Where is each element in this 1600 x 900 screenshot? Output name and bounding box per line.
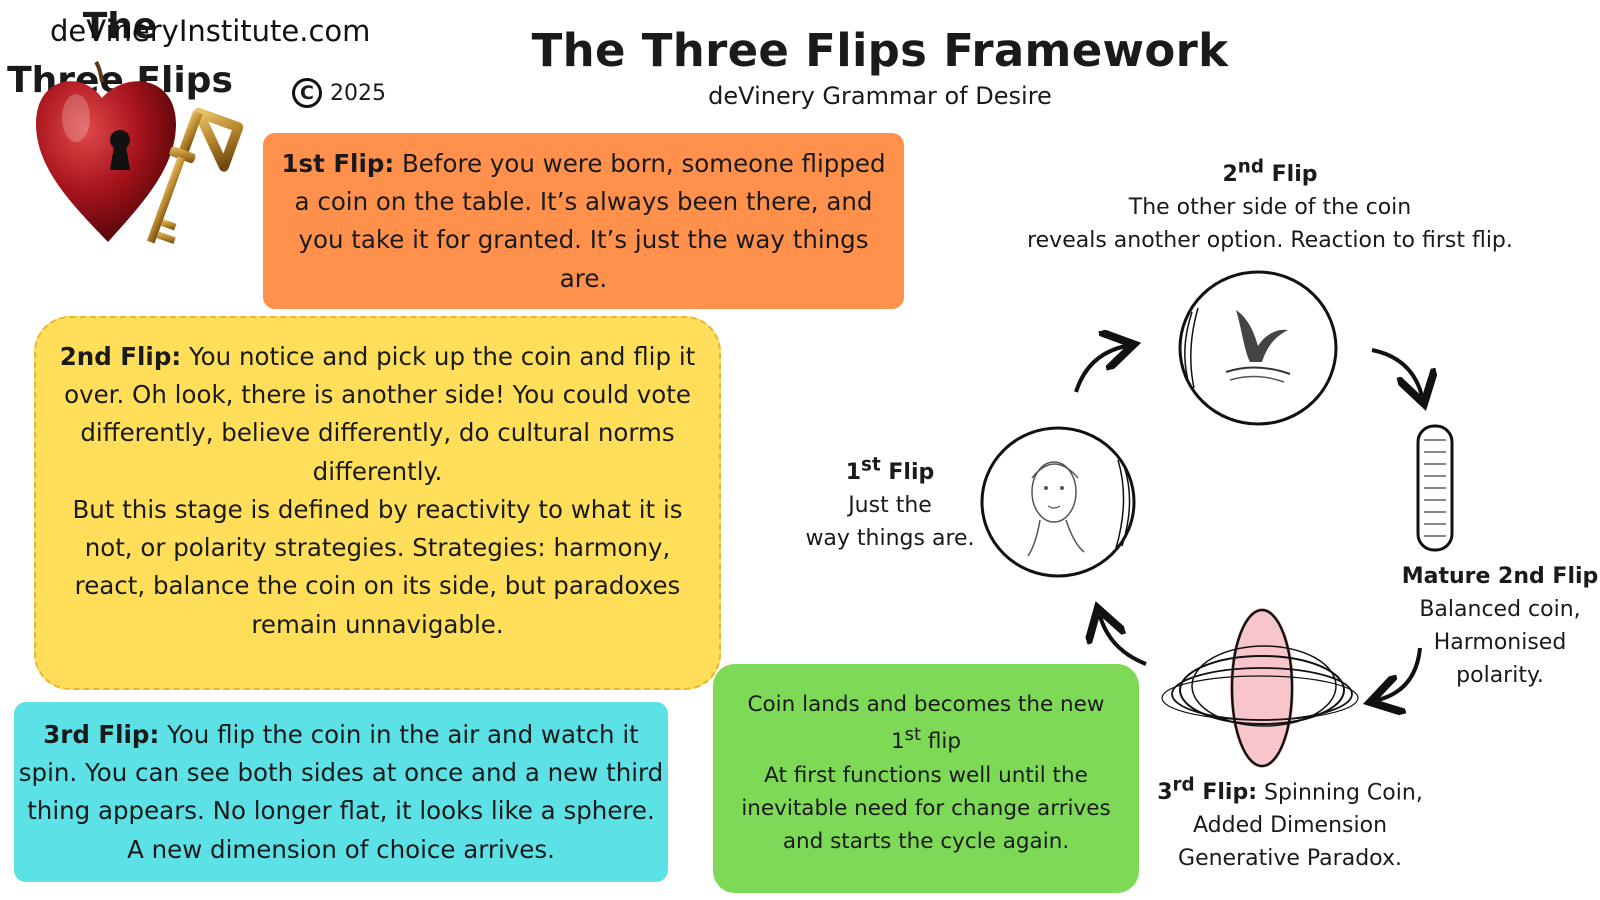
- second-flip-lead: 2nd Flip:: [59, 342, 182, 371]
- second-flip-text: You notice and pick up the coin and flip…: [64, 342, 696, 486]
- whale-tail-coin-icon: [1178, 270, 1338, 426]
- arrow-third-to-first: [1100, 616, 1147, 666]
- third-flip-text: You flip the coin in the air and watch i…: [18, 720, 664, 864]
- cycle-restart-line3: At first functions well until the inevit…: [741, 762, 1111, 855]
- page-subtitle: deVinery Grammar of Desire: [708, 82, 1052, 110]
- face-portrait-coin-icon: [980, 426, 1136, 578]
- page-title: The Three Flips Framework: [531, 24, 1229, 77]
- third-flip-label: 3rd Flip: Spinning Coin, Added Dimension…: [1157, 775, 1423, 872]
- arrow-second-to-mature: [1371, 348, 1422, 396]
- third-flip-box: 3rd Flip: You flip the coin in the air a…: [14, 702, 668, 882]
- first-flip-lead: 1st Flip:: [281, 149, 395, 178]
- cycle-restart-line1: Coin lands and becomes the new: [747, 692, 1105, 717]
- mature-second-flip-label: Mature 2nd Flip Balanced coin, Harmonise…: [1401, 564, 1599, 688]
- first-flip-label: 1st Flip Just the way things are.: [805, 455, 975, 552]
- arrow-first-to-second: [1074, 346, 1126, 393]
- heart-apple-keyhole-icon: [36, 60, 244, 245]
- second-flip-box: 2nd Flip: You notice and pick up the coi…: [34, 316, 721, 690]
- copyright-year: 2025: [330, 80, 386, 106]
- copyright: C 2025: [292, 78, 386, 108]
- first-flip-text: Before you were born, someone flipped a …: [294, 149, 886, 293]
- site-url: deVineryInstitute.com: [50, 14, 371, 48]
- cycle-restart-box: Coin lands and becomes the new 1st flip …: [713, 664, 1139, 893]
- cycle-restart-line2: 1st flip: [890, 724, 962, 755]
- copyright-icon: C: [292, 78, 322, 108]
- spinning-coin-icon: [1161, 608, 1359, 768]
- coin-on-edge-icon: [1416, 424, 1454, 552]
- third-flip-lead: 3rd Flip:: [43, 720, 160, 749]
- first-flip-box: 1st Flip: Before you were born, someone …: [263, 133, 904, 309]
- second-flip-text-continued: But this stage is defined by reactivity …: [72, 494, 683, 639]
- second-flip-label: 2nd Flip The other side of the coin reve…: [1027, 157, 1513, 254]
